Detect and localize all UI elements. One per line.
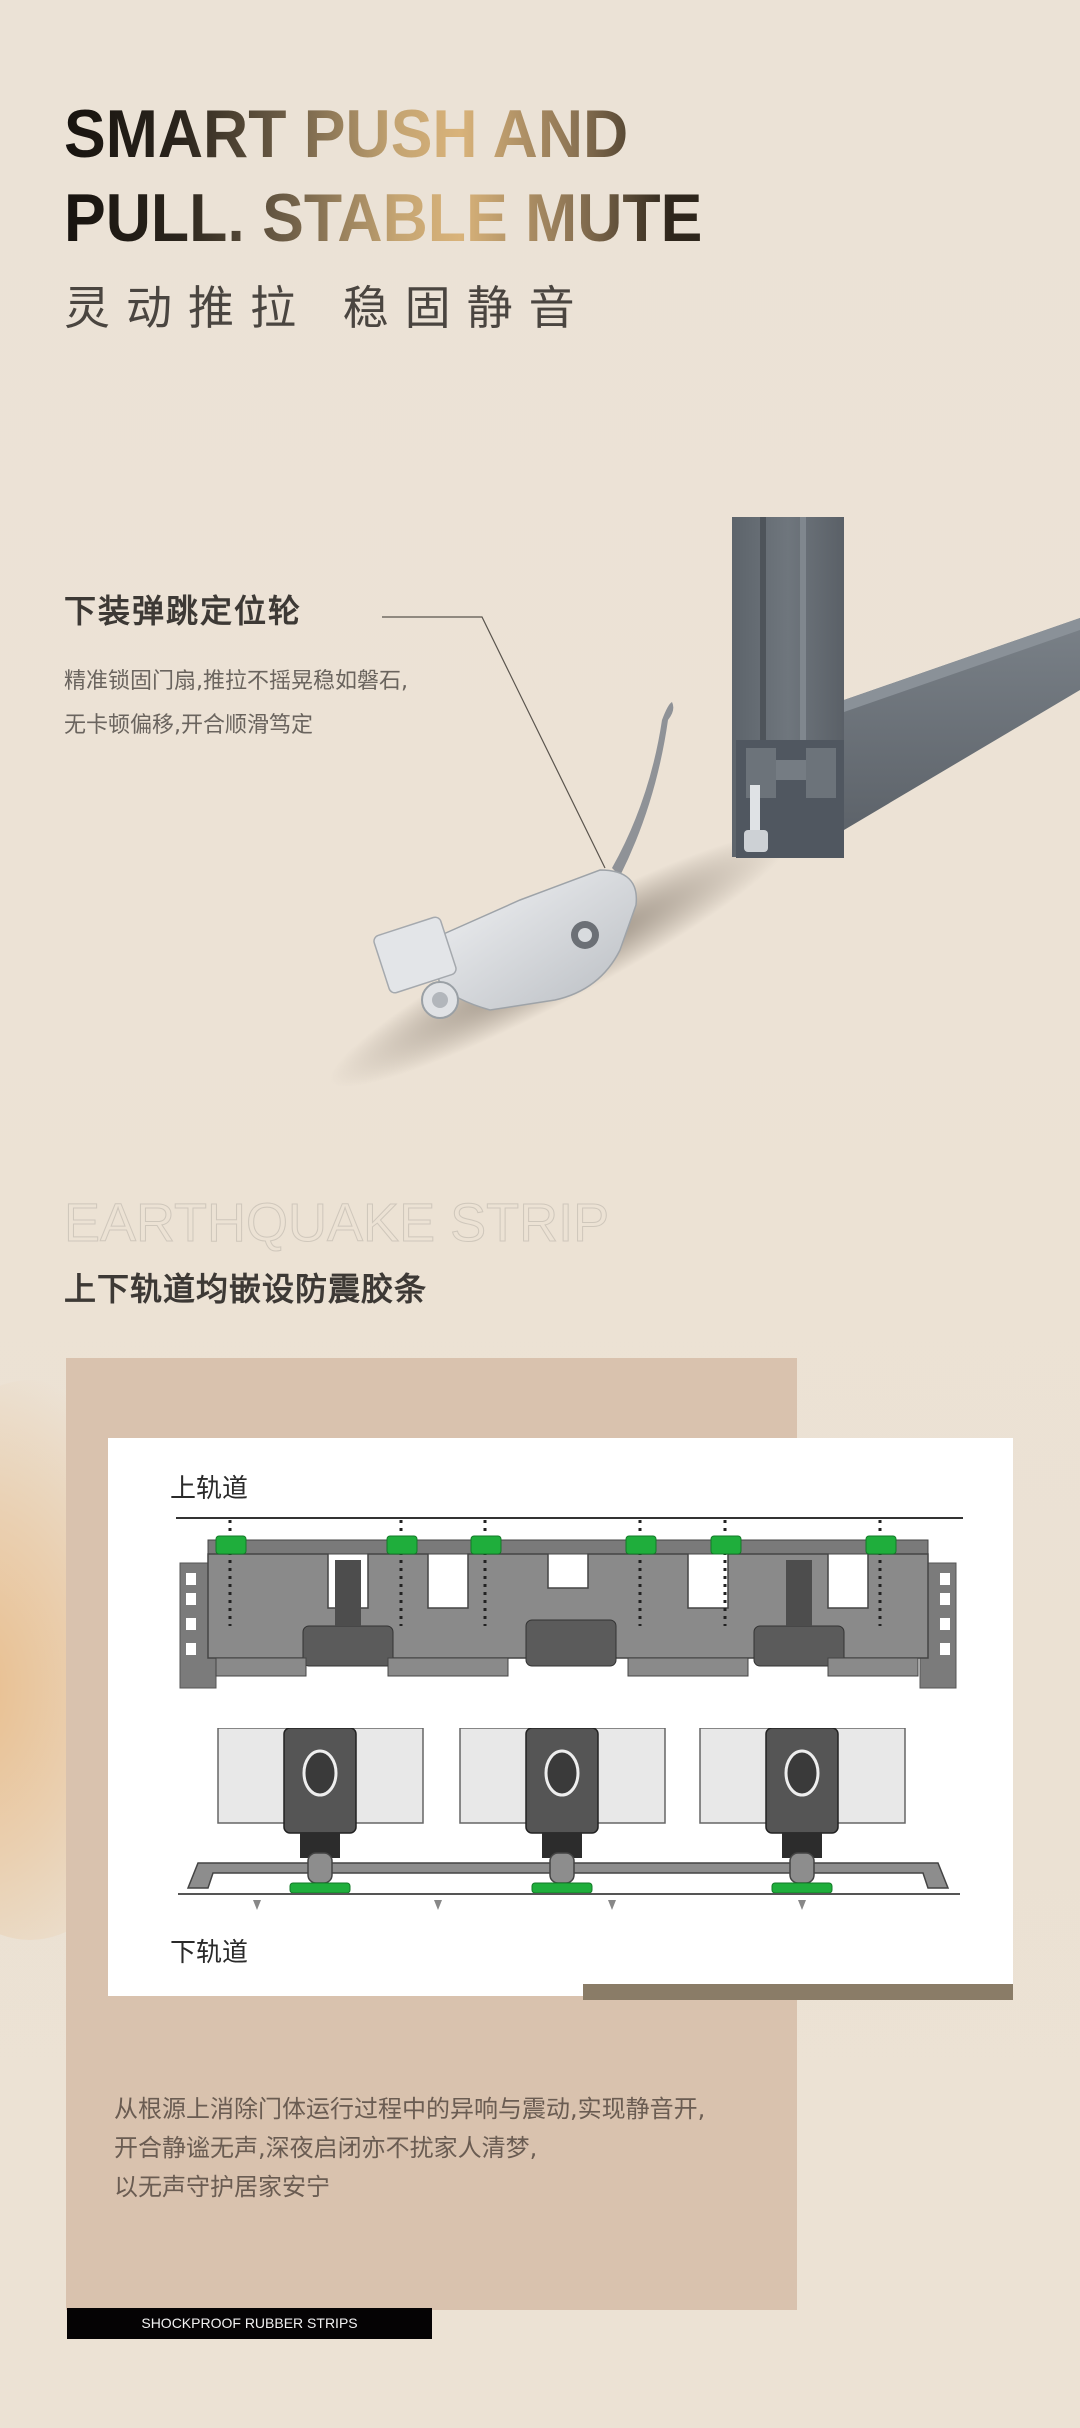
feature-desc-line: 精准锁固门扇,推拉不摇晃稳如磐石, xyxy=(64,669,408,694)
wheel-housing xyxy=(429,869,638,1011)
upper-rail-diagram xyxy=(176,1517,963,1689)
lower-rail-label: 下轨道 xyxy=(170,1938,249,1968)
body-line: 开合静谧无声,深夜启闭亦不扰家人清梦, xyxy=(114,2134,538,2162)
lower-rail-diagram xyxy=(178,1728,960,1910)
door-frame-horizontal xyxy=(844,618,1080,830)
hero-title-line1: SMART PUSH AND xyxy=(64,96,629,172)
hero-title-line2: PULL. STABLE MUTE xyxy=(64,180,703,256)
product-illustration xyxy=(329,517,1080,1088)
accent-bar xyxy=(583,1984,1013,2000)
footer-label: SHOCKPROOF RUBBER STRIPS xyxy=(67,2308,432,2339)
upper-rail-label: 上轨道 xyxy=(170,1474,249,1504)
body-line: 从根源上消除门体运行过程中的异响与震动,实现静音开, xyxy=(114,2095,706,2123)
diagram-card: 上轨道 下轨道 xyxy=(108,1438,1013,1996)
feature-description: 精准锁固门扇,推拉不摇晃稳如磐石, 无卡顿偏移,开合顺滑笃定 xyxy=(64,660,408,748)
section-outline-title: EARTHQUAKE STRIP xyxy=(63,1193,610,1254)
body-text: 从根源上消除门体运行过程中的异响与震动,实现静音开, 开合静谧无声,深夜启闭亦不… xyxy=(114,2090,705,2207)
hero-title: SMART PUSH AND PULL. STABLE MUTE xyxy=(64,92,702,260)
section-title: 上下轨道均嵌设防震胶条 xyxy=(64,1270,428,1308)
feature-desc-line: 无卡顿偏移,开合顺滑笃定 xyxy=(64,713,313,738)
leader-line xyxy=(382,616,606,869)
body-line: 以无声守护居家安宁 xyxy=(114,2173,330,2201)
feature-title: 下装弹跳定位轮 xyxy=(64,592,303,630)
hero-subtitle: 灵动推拉 稳固静音 xyxy=(64,281,591,335)
spring-arm xyxy=(612,702,674,876)
